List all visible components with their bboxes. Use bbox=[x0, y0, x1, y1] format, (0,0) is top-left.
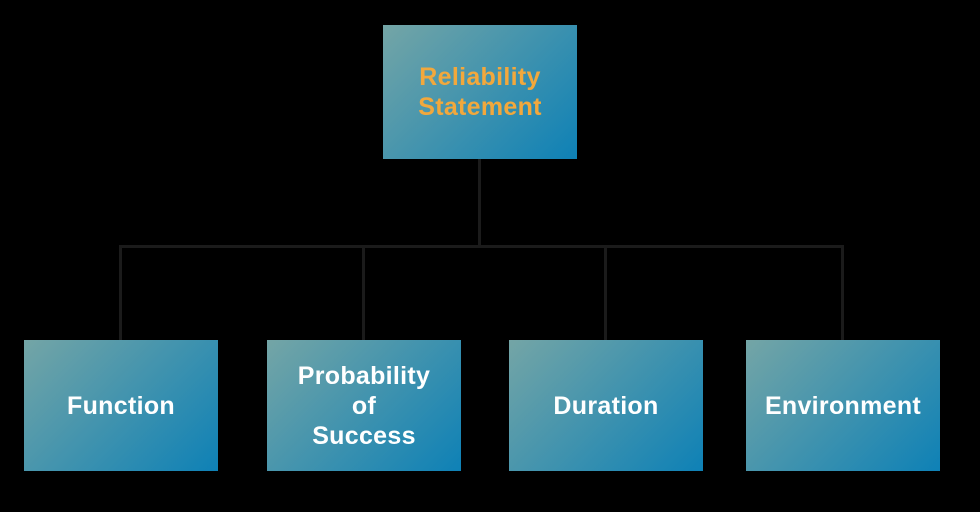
connector-drop-probability-of-success bbox=[362, 245, 365, 340]
node-reliability-statement-label: Reliability Statement bbox=[418, 63, 542, 121]
node-duration-label: Duration bbox=[553, 391, 659, 420]
node-environment: Environment bbox=[746, 340, 940, 471]
node-reliability-statement: Reliability Statement bbox=[383, 25, 577, 159]
node-function: Function bbox=[24, 340, 218, 471]
node-function-label: Function bbox=[67, 391, 175, 420]
connector-horizontal-bar bbox=[119, 245, 844, 248]
node-probability-of-success: Probability of Success bbox=[267, 340, 461, 471]
node-environment-label: Environment bbox=[764, 391, 922, 420]
node-probability-of-success-label: Probability of Success bbox=[297, 361, 431, 450]
connector-drop-environment bbox=[841, 245, 844, 340]
connector-root-riser bbox=[478, 159, 481, 248]
connector-drop-duration bbox=[604, 245, 607, 340]
connector-drop-function bbox=[119, 245, 122, 340]
node-duration: Duration bbox=[509, 340, 703, 471]
